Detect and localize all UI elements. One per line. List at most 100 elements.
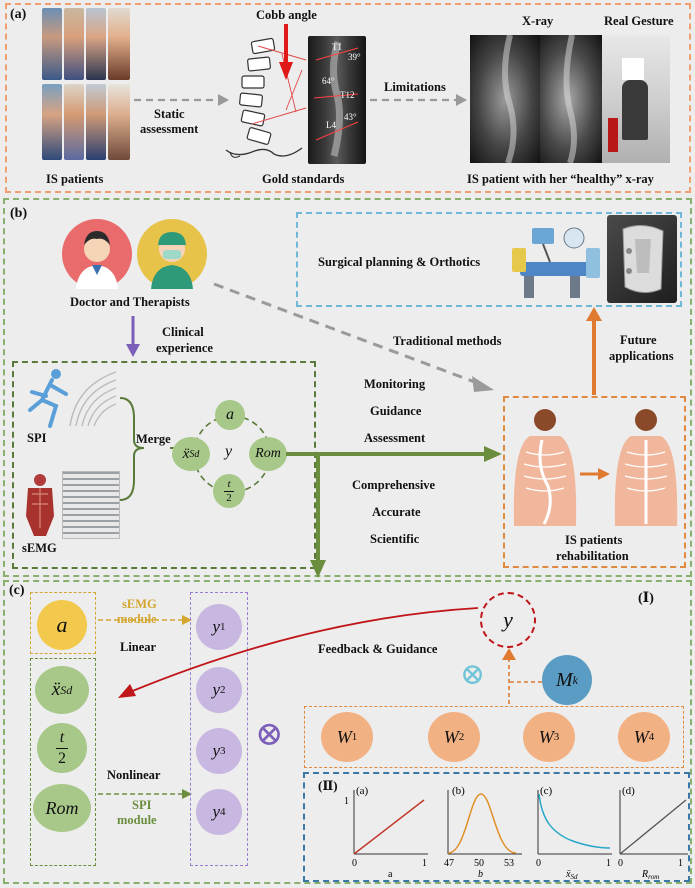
therapist-icon: [151, 232, 193, 289]
svg-text:ẍSd: ẍSd: [565, 869, 578, 880]
input-rom-node: Rom: [33, 784, 91, 832]
l4-label: L4: [326, 120, 336, 130]
doctors-label: Doctor and Therapists: [70, 295, 190, 309]
input-a-node: a: [37, 600, 87, 650]
plot-b-xtick-2: 53: [504, 858, 514, 869]
surgical-planning-label: Surgical planning & Orthotics: [318, 255, 481, 269]
assessment-label: assessment: [140, 122, 199, 136]
spi-module-label: SPI: [132, 798, 152, 812]
green-flow-arrows: [286, 446, 502, 578]
limitations-label: Limitations: [384, 80, 446, 94]
real-gesture-person: [622, 80, 648, 140]
clinical-label: Clinical: [162, 325, 204, 339]
angle-43-label: 43°: [344, 112, 357, 122]
traditional-methods-arrow: [213, 282, 494, 392]
angle-64-label: 64°: [322, 76, 335, 86]
plot-a-xtick-0: 0: [352, 858, 357, 869]
traditional-methods-label: Traditional methods: [393, 334, 502, 348]
plot-b-xtick-1: 50: [474, 858, 484, 869]
patient-before-icon: [513, 409, 577, 526]
semg-muscle-icon: [26, 474, 54, 536]
y-output-node: y: [480, 592, 536, 648]
experience-label: experience: [156, 341, 213, 355]
weights-to-y-arrow: [502, 648, 516, 704]
spi-input-box: [30, 658, 96, 866]
static-label: Static: [154, 107, 185, 121]
assessment-b-label: Assessment: [364, 431, 426, 445]
linear-label: Linear: [120, 640, 157, 654]
cobb-angle-label: Cobb angle: [256, 8, 317, 22]
patient-after-icon: [614, 409, 678, 526]
plot-a: (a) 1 0 1 a: [344, 785, 428, 880]
semg-label: sEMG: [22, 541, 57, 555]
plot-b-xtick-0: 47: [444, 858, 454, 869]
otimes-purple-symbol: ⊗: [255, 716, 284, 753]
limitations-arrow: [370, 94, 467, 106]
node-y-center: y: [225, 443, 233, 460]
spi-module-arrow: [98, 789, 192, 799]
spi-semg-box: [12, 361, 316, 569]
semg-signals-grid: [62, 471, 120, 539]
applications-label: applications: [609, 349, 674, 363]
panel-c-tag: (c): [9, 583, 25, 598]
doctor-avatar: [62, 219, 132, 289]
clinical-arrow: [126, 316, 140, 357]
plot-d-xtick-0: 0: [618, 858, 623, 869]
scientific-label: Scientific: [370, 532, 420, 546]
real-gesture-face-mask: [622, 58, 644, 80]
plot-c-xlabel-sub: Sd: [570, 873, 578, 880]
cobb-angle-diagram: [225, 37, 307, 158]
xray-annotations: T1 39° 64° T12 L4 43°: [313, 40, 361, 157]
spi-module-label-2: module: [117, 813, 157, 827]
plot-d-tag: (d): [622, 785, 635, 797]
patients-photo-grid: [42, 8, 130, 160]
plot-b-xlabel: b: [478, 869, 483, 880]
otimes-blue-symbol: ⊗: [460, 658, 486, 691]
plot-c-xlabel: ẍ: [565, 869, 571, 880]
t12-label: T12: [340, 90, 355, 100]
semg-module-label-2: module: [117, 612, 157, 626]
spi-curve-icon: [69, 371, 117, 427]
static-assessment-arrow: [134, 94, 229, 106]
roman-two-label: (Ⅱ): [318, 778, 338, 793]
merge-label: Merge: [136, 432, 171, 446]
panel-b: [3, 198, 692, 577]
plot-c-tag: (c): [540, 785, 553, 797]
plot-d: (d) 0 1 Rrom: [618, 785, 688, 880]
gold-standards-label: Gold standards: [262, 172, 345, 186]
semg-module-label: sEMG: [122, 597, 157, 611]
accurate-label: Accurate: [372, 505, 421, 519]
rehab-rehabilitation-label: rehabilitation: [556, 549, 629, 563]
plot-a-xtick-1: 1: [422, 858, 427, 869]
weights-box: [304, 706, 684, 768]
panel-c: [3, 580, 692, 884]
spinal-brace-icon: [622, 225, 664, 293]
real-gesture-label: Real Gesture: [604, 14, 674, 28]
future-applications-arrow: [586, 307, 602, 395]
t1-label: T1: [332, 42, 342, 52]
plot-b: (b) 47 50 53 b: [444, 785, 522, 880]
plot-d-xtick-1: 1: [678, 858, 683, 869]
node-a: a: [215, 400, 245, 430]
guidance-label: Guidance: [370, 404, 422, 418]
rehab-patients-label: IS patients: [565, 533, 623, 547]
feedback-guidance-label: Feedback & Guidance: [318, 642, 438, 656]
surgical-planning-box: [296, 212, 682, 307]
plot-d-xlabel: R: [641, 869, 648, 880]
roman-one-label: (Ⅰ): [638, 591, 654, 606]
surgery-room-icon: [512, 227, 600, 298]
panel-a-tag: (a): [10, 7, 27, 22]
y-outputs-box: [190, 592, 248, 866]
monitoring-label: Monitoring: [364, 377, 426, 391]
plot-a-xlabel: a: [388, 869, 393, 880]
plot-a-ytick: 1: [344, 796, 349, 807]
node-rom: Rom: [249, 437, 287, 471]
